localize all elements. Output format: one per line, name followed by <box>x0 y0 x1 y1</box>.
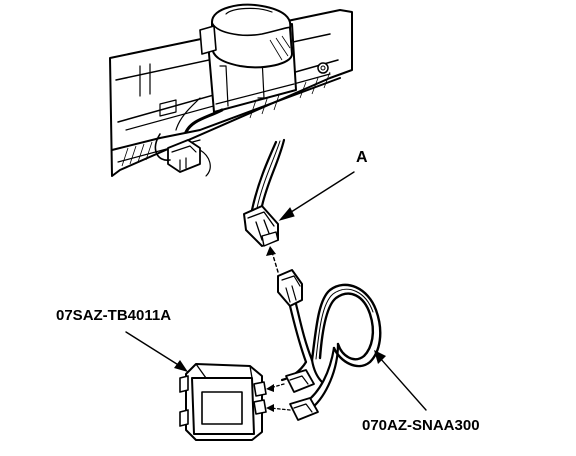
leader-a <box>278 171 355 221</box>
callout-label-harness: 070AZ-SNAA300 <box>362 417 480 434</box>
connection-arrow <box>266 246 279 273</box>
leader-control-unit <box>125 331 188 372</box>
accessory-harness <box>277 269 382 421</box>
vehicle-harness <box>250 138 286 212</box>
connector-a <box>243 205 279 247</box>
leader-harness <box>374 350 427 411</box>
control-unit <box>179 363 291 441</box>
vehicle-structure <box>109 3 353 177</box>
callout-label-control-unit: 07SAZ-TB4011A <box>56 307 171 324</box>
callout-label-a: A <box>356 149 368 166</box>
